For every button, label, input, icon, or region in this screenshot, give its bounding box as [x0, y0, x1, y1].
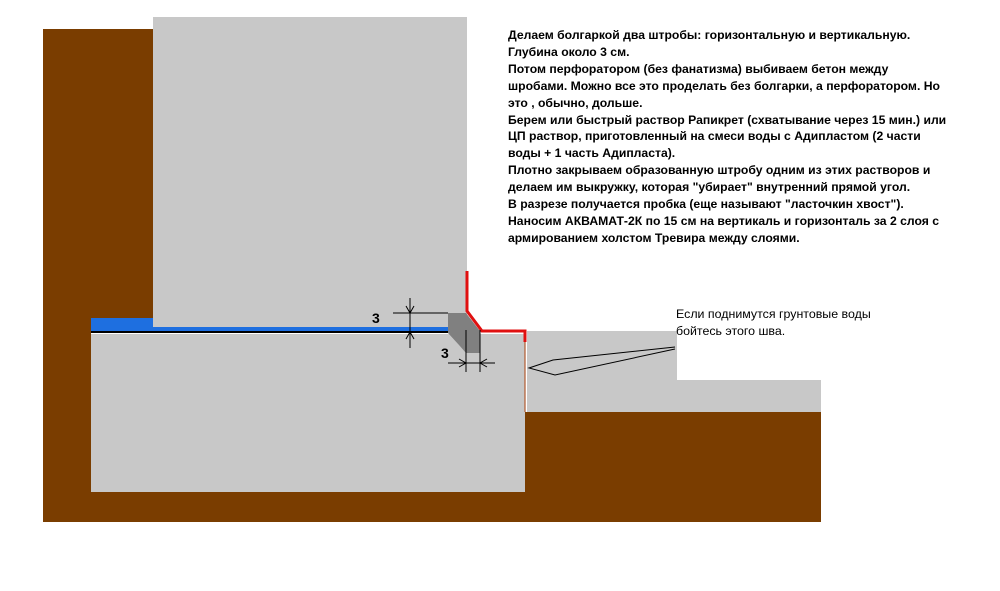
horizontal-dimension: [448, 330, 495, 372]
concrete-wall: [153, 17, 467, 330]
instruction-step: Наносим АКВАМАТ-2К по 15 см на вертикаль…: [508, 213, 940, 245]
vertical-dimension: [393, 298, 448, 348]
groundwater-warning: Если поднимутся грунтовые воды бойтесь э…: [676, 307, 871, 338]
instruction-step: Делаем болгаркой два штробы: горизонталь…: [508, 28, 911, 59]
instruction-step: Потом перфоратором (без фанатизма) выбив…: [508, 61, 940, 110]
soil: [43, 29, 821, 522]
floor-slab: [527, 331, 821, 412]
instruction-step: Берем или быстрый раствор Рапикрет (схва…: [508, 112, 947, 161]
foundation-slab: [91, 334, 525, 492]
dimension-label-vertical: 3: [372, 310, 380, 326]
waterproofing-layer: [91, 318, 153, 331]
dimension-label-horizontal: 3: [441, 345, 449, 361]
instruction-step: В разрезе получается пробка (еще называю…: [508, 197, 904, 212]
warning-arrow: [527, 346, 676, 376]
instruction-step: Плотно закрываем образованную штробу одн…: [508, 163, 931, 195]
aquamat-seal: [465, 271, 527, 342]
dovetail-plug: [448, 313, 480, 353]
instructions-text: Делаем болгаркой два штробы: горизонталь…: [508, 27, 948, 247]
waterproofing-layer-under-wall: [153, 327, 453, 331]
